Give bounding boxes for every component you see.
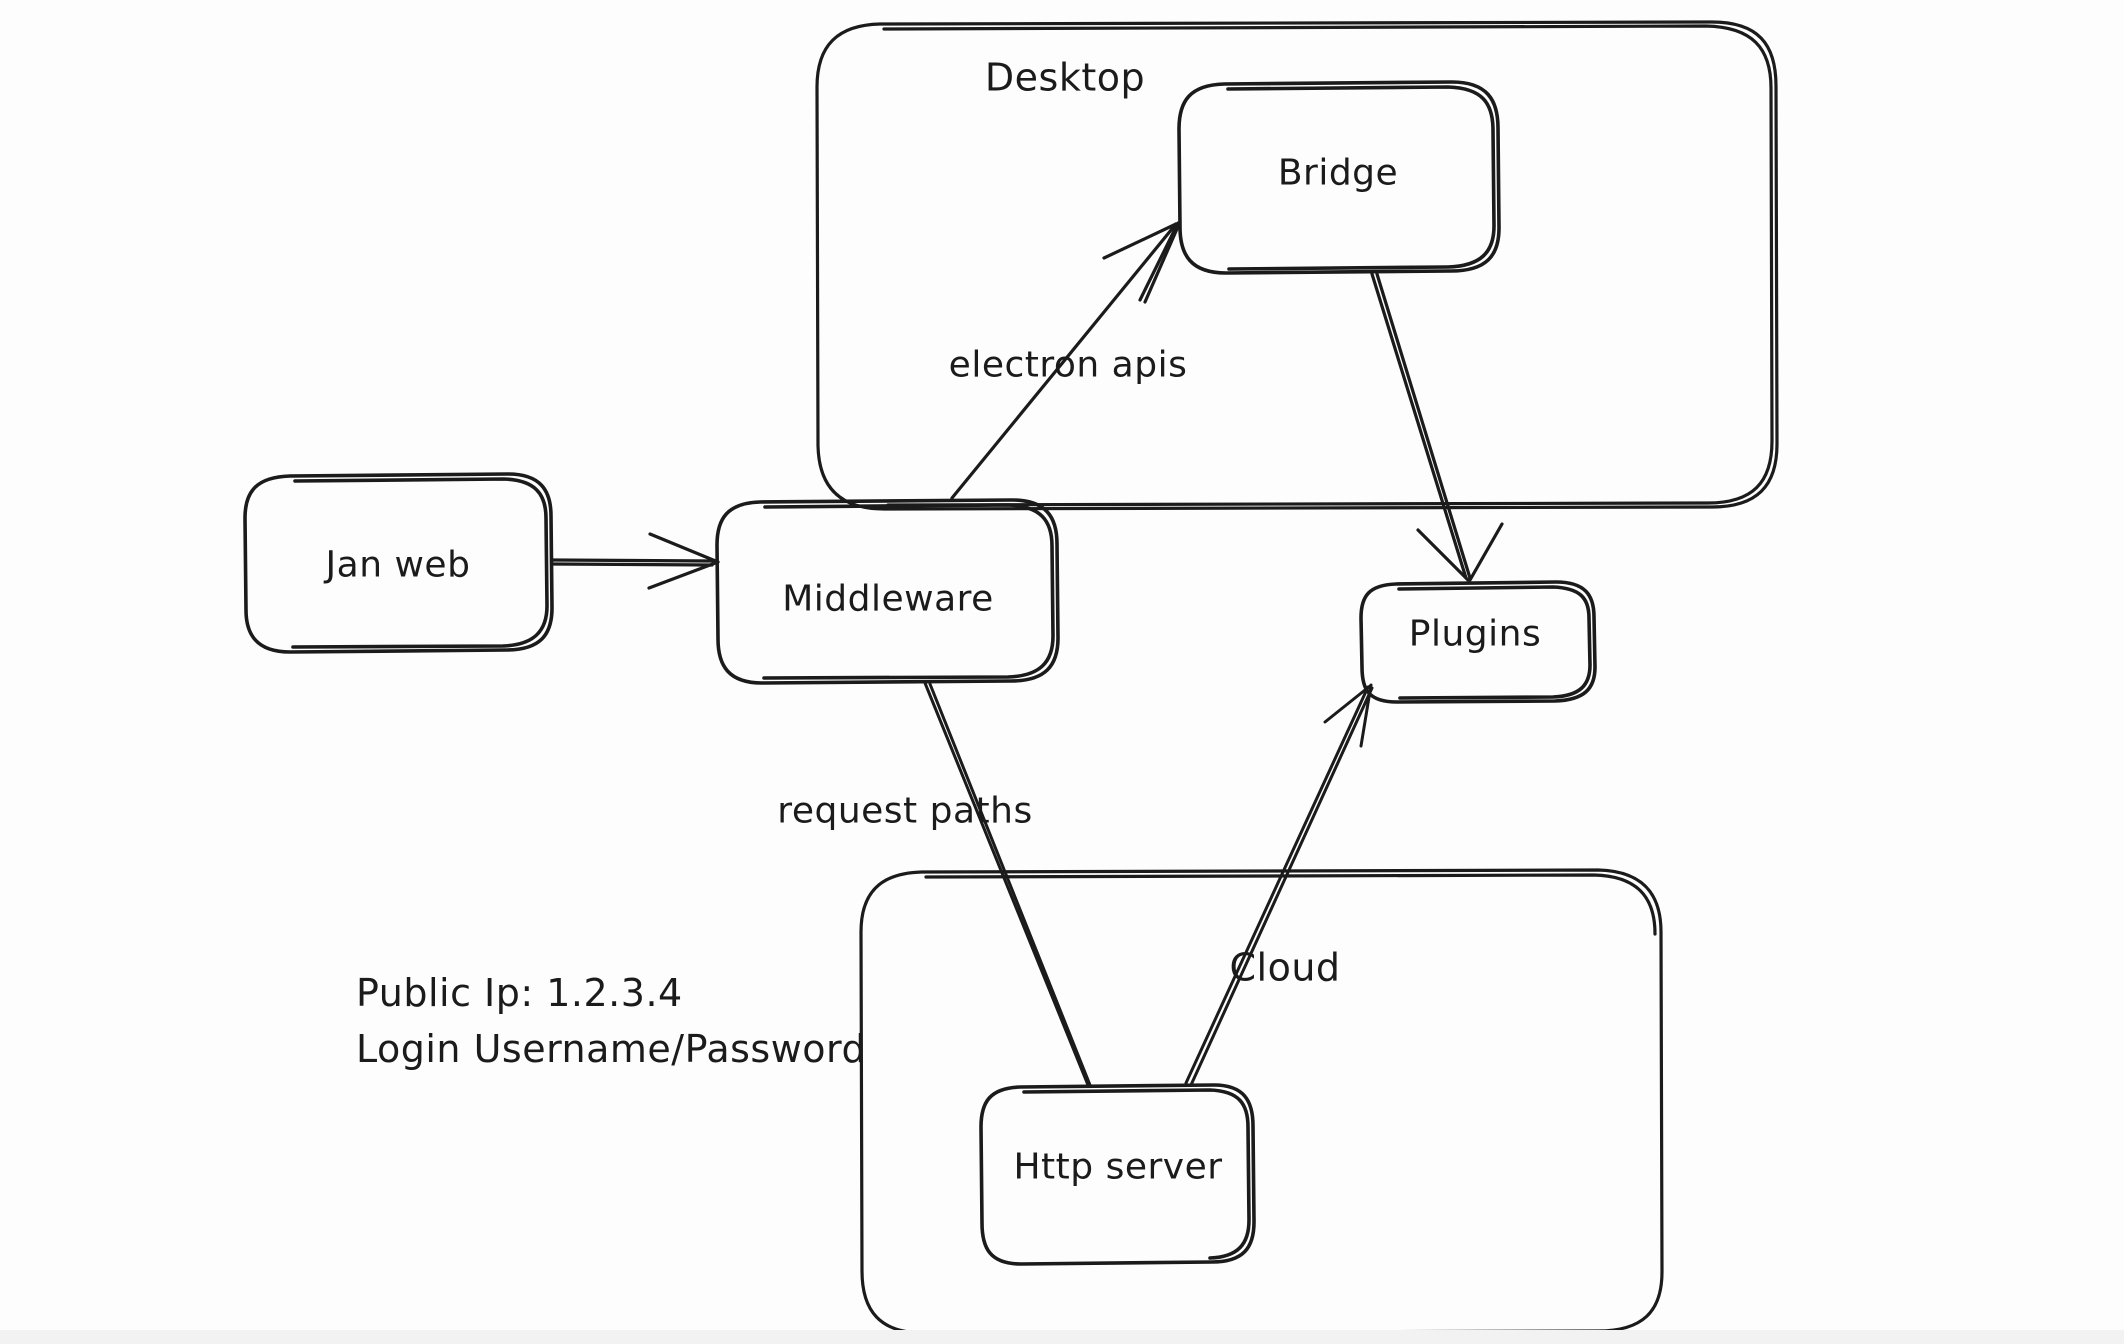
note-login-credentials: Login Username/Password bbox=[356, 1027, 867, 1071]
edge-middleware-to-bridge bbox=[950, 220, 1182, 500]
group-label-desktop: Desktop bbox=[984, 55, 1146, 100]
node-box-bridge bbox=[1177, 80, 1501, 275]
bottom-edge-strip bbox=[0, 1330, 2124, 1344]
node-label-http-server: Http server bbox=[1013, 1146, 1223, 1188]
edge-http-server-to-plugins bbox=[1184, 683, 1374, 1087]
edge-jan-web-to-middleware bbox=[550, 532, 720, 590]
node-label-plugins: Plugins bbox=[1408, 613, 1542, 655]
node-box-http-server bbox=[979, 1083, 1256, 1266]
group-label-cloud: Cloud bbox=[1229, 945, 1341, 990]
node-box-plugins bbox=[1359, 580, 1597, 704]
node-box-middleware bbox=[715, 498, 1060, 685]
edge-bridge-to-plugins bbox=[1370, 272, 1504, 582]
node-label-bridge: Bridge bbox=[1277, 152, 1399, 194]
group-container-cloud bbox=[859, 868, 1664, 1335]
edge-middleware-to-http-server bbox=[923, 681, 1092, 1087]
group-container-desktop bbox=[815, 20, 1779, 511]
node-label-jan-web: Jan web bbox=[325, 544, 471, 586]
note-public-ip: Public Ip: 1.2.3.4 bbox=[356, 971, 683, 1015]
node-label-middleware: Middleware bbox=[782, 578, 994, 620]
edge-label-electron-apis: electron apis bbox=[948, 344, 1188, 386]
edge-label-request-paths: request paths bbox=[777, 790, 1033, 832]
node-box-jan-web bbox=[243, 472, 554, 654]
